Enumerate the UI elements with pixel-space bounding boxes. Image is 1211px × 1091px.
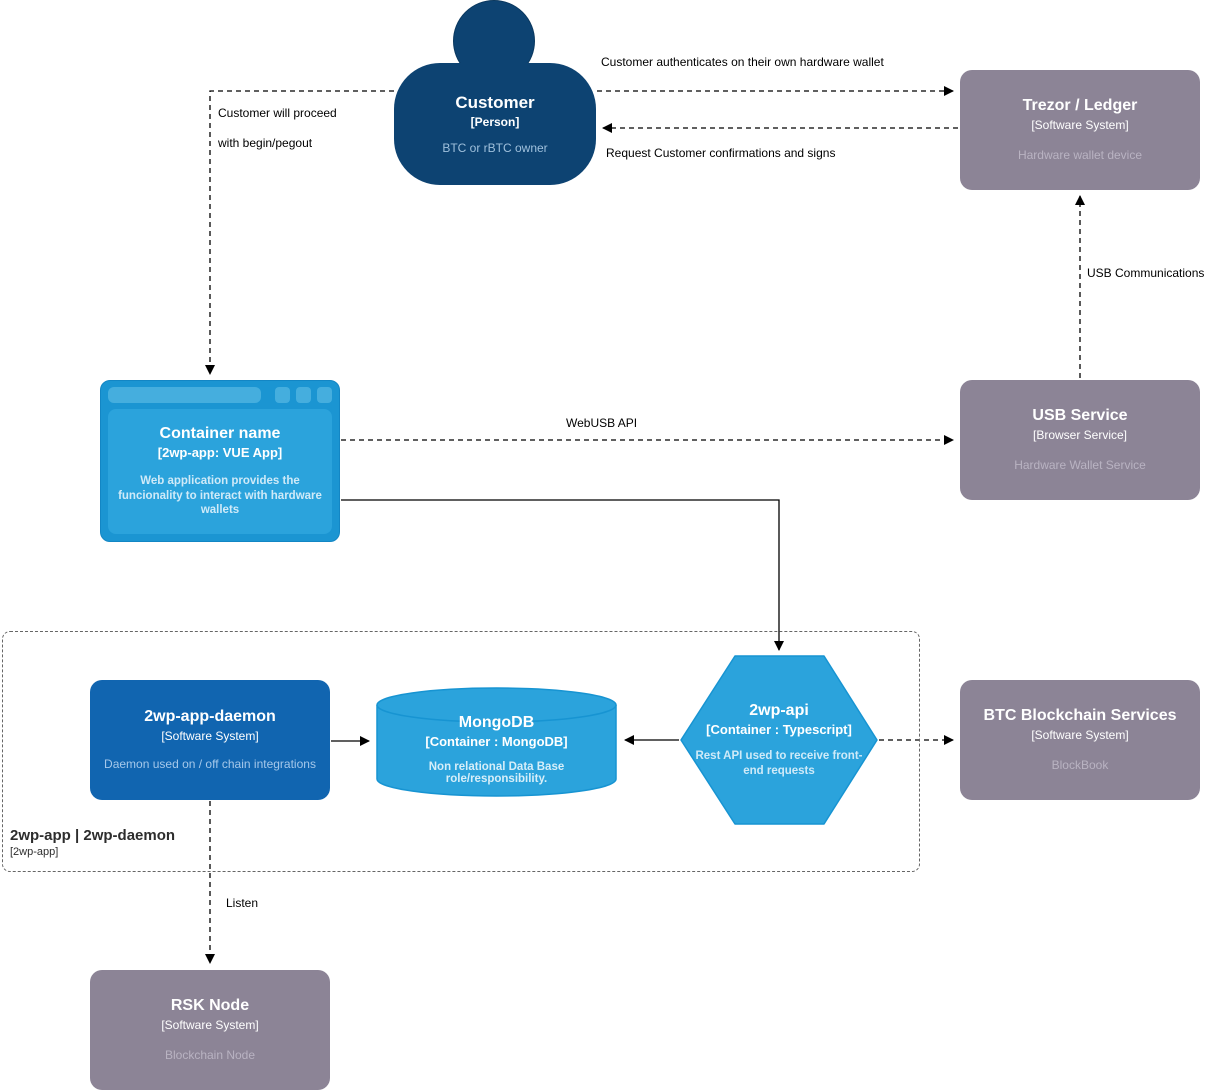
boundary-label: 2wp-app | 2wp-daemon [2wp-app] [10,827,175,858]
btc-desc: BlockBook [1051,757,1109,772]
trezor-title: Trezor / Ledger [1022,97,1138,115]
api-title: 2wp-api [749,701,809,719]
btc-title: BTC Blockchain Services [983,707,1177,725]
webapp-subtitle: [2wp-app: VUE App] [157,444,283,460]
api-subtitle: [Container : Typescript] [706,721,852,737]
node-api: 2wp-api [Container : Typescript] Rest AP… [680,655,878,825]
trezor-subtitle: [Software System] [1031,117,1129,132]
daemon-title: 2wp-app-daemon [144,708,276,726]
daemon-subtitle: [Software System] [161,728,259,743]
node-rsk: RSK Node [Software System] Blockchain No… [90,970,330,1090]
edge-label-proceed-2: with begin/pegout [218,136,313,150]
node-btc-services: BTC Blockchain Services [Software System… [960,680,1200,800]
node-trezor-ledger: Trezor / Ledger [Software System] Hardwa… [960,70,1200,190]
edge-label-proceed-1: Customer will proceed [218,106,337,120]
customer-title: Customer [455,93,535,112]
daemon-desc: Daemon used on / off chain integrations [104,756,316,771]
webapp-title: Container name [159,424,281,442]
browser-button-icon [275,387,290,403]
edge-label-authenticate: Customer authenticates on their own hard… [601,55,884,69]
rsk-subtitle: [Software System] [161,1017,259,1032]
edge-label-listen: Listen [226,896,259,910]
browser-button-icon [296,387,311,403]
node-usb-service: USB Service [Browser Service] Hardware W… [960,380,1200,500]
boundary-subtitle: [2wp-app] [10,846,59,858]
node-webapp: Container name [2wp-app: VUE App] Web ap… [100,380,340,542]
rsk-desc: Blockchain Node [164,1047,256,1062]
mongodb-cylinder-icon [376,687,617,797]
edge-label-confirmations: Request Customer confirmations and signs [606,146,836,160]
mongodb-title: MongoDB [458,713,535,731]
webapp-content: Container name [2wp-app: VUE App] Web ap… [108,409,332,534]
boundary-2wp-app [2,631,920,872]
customer-desc: BTC or rBTC owner [442,141,548,155]
customer-subtitle: [Person] [470,115,520,129]
edge-label-webusb: WebUSB API [566,416,638,430]
boundary-title: 2wp-app | 2wp-daemon [10,827,176,844]
usb-title: USB Service [1032,407,1128,425]
api-hexagon-icon [680,655,878,825]
node-mongodb: MongoDB [Container : MongoDB] Non relati… [375,700,618,798]
browser-chrome [108,387,332,403]
edge-label-usb-comm: USB Communications [1087,266,1205,280]
webapp-desc: Web application provides the funcionalit… [118,474,322,517]
rsk-title: RSK Node [170,997,250,1015]
usb-desc: Hardware Wallet Service [1014,457,1146,472]
browser-button-icon [317,387,332,403]
btc-subtitle: [Software System] [1031,727,1129,742]
api-desc: Rest API used to receive front-end reque… [695,749,863,777]
usb-subtitle: [Browser Service] [1032,427,1128,442]
mongodb-subtitle: [Container : MongoDB] [425,733,568,749]
mongodb-desc: Non relational Data Base role/responsibi… [428,760,565,785]
browser-urlbar-icon [108,387,261,403]
trezor-desc: Hardware wallet device [1017,147,1143,162]
node-daemon: 2wp-app-daemon [Software System] Daemon … [90,680,330,800]
node-customer: Customer [Person] BTC or rBTC owner [394,63,596,185]
